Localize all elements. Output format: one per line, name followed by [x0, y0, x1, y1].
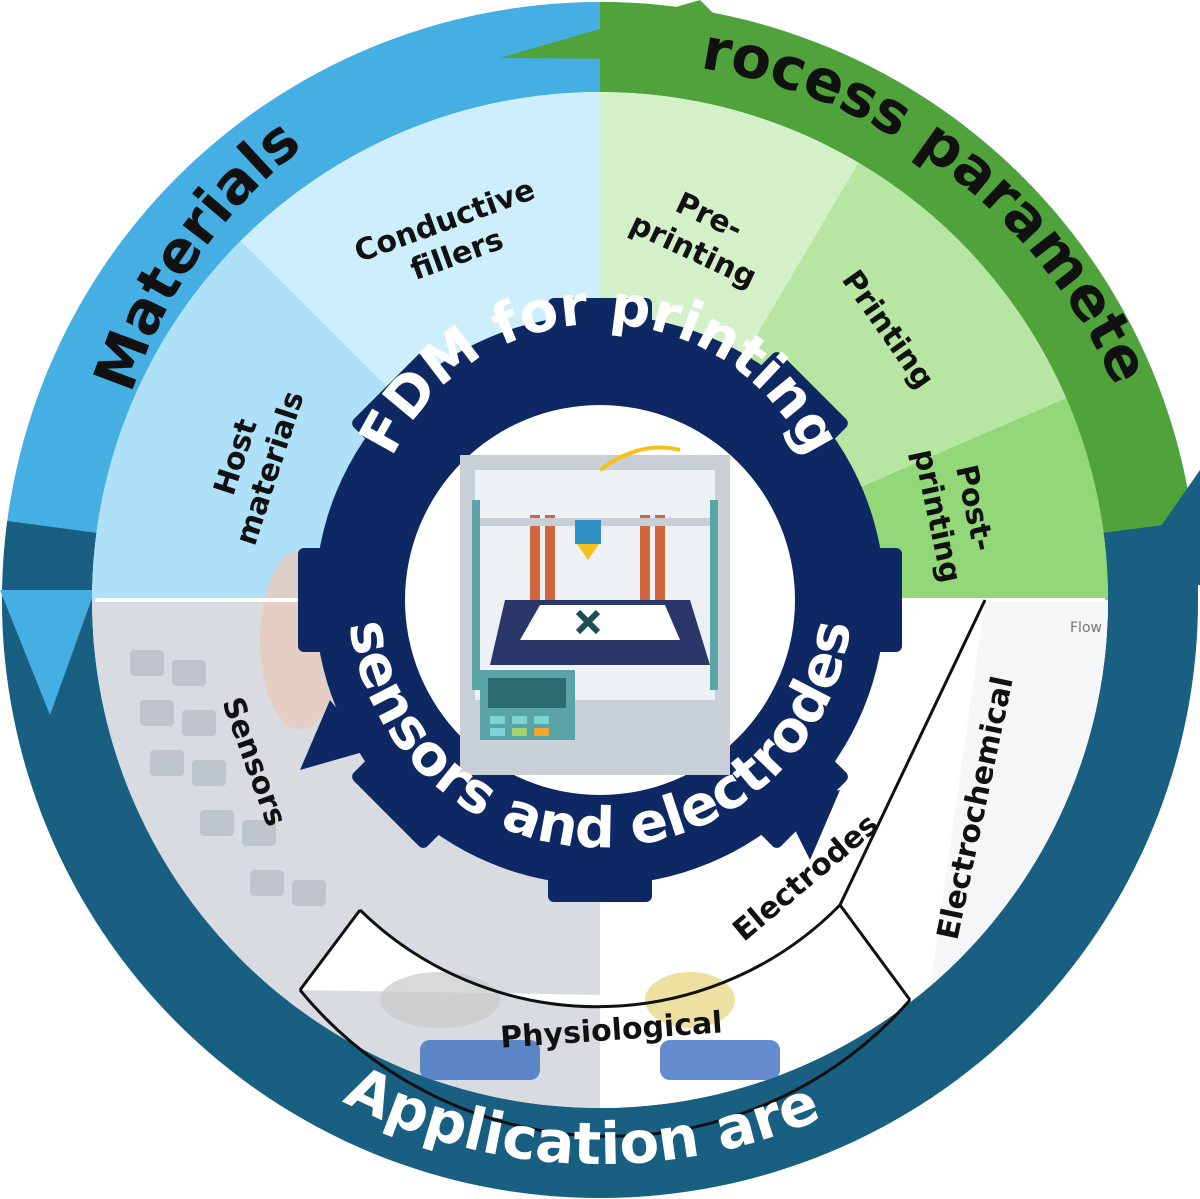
- divider: [838, 904, 912, 1001]
- electrode-pad-decoration: [380, 972, 500, 1028]
- electrode-clip-decoration: [660, 1040, 780, 1080]
- process-arrow-head: [500, 0, 760, 60]
- application-arrow-head: [1120, 470, 1200, 585]
- divider: [298, 909, 362, 991]
- 3d-printer-icon: [460, 445, 730, 775]
- divider: [838, 599, 987, 906]
- divider: [298, 989, 912, 1138]
- electrode-clip-decoration: [420, 1040, 540, 1080]
- divider: [358, 903, 842, 1009]
- keyboard-keys-decoration: [130, 650, 326, 906]
- materials-arrow-head: [0, 590, 95, 715]
- flow-out-caption: Flow out: [1070, 620, 1130, 636]
